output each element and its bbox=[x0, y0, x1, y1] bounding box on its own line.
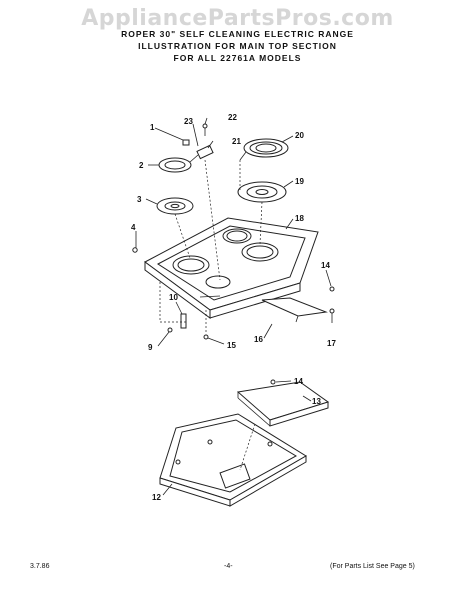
footer-page-number: -4- bbox=[224, 563, 233, 570]
small-drip-bowl bbox=[156, 197, 194, 215]
footer-parts-list-note: (For Parts List See Page 5) bbox=[330, 563, 415, 570]
support-bracket bbox=[261, 286, 335, 323]
callout-18: 18 bbox=[295, 214, 304, 223]
callout-3: 3 bbox=[137, 195, 142, 204]
footer-date: 3.7.86 bbox=[30, 563, 50, 570]
burner-box bbox=[159, 413, 307, 507]
callout-10: 10 bbox=[169, 293, 178, 302]
callout-21: 21 bbox=[232, 137, 241, 146]
callout-20: 20 bbox=[295, 131, 304, 140]
leader-lines bbox=[135, 117, 333, 496]
callout-13: 13 bbox=[312, 397, 321, 406]
title-line-2: ILLUSTRATION FOR MAIN TOP SECTION bbox=[138, 41, 337, 51]
title-line-1: ROPER 30" SELF CLEANING ELECTRIC RANGE bbox=[121, 29, 354, 39]
hinge-assembly bbox=[159, 282, 209, 340]
screw-part-4 bbox=[132, 247, 138, 253]
main-top-panel bbox=[144, 217, 319, 319]
callout-23: 23 bbox=[184, 117, 193, 126]
cover-plate bbox=[236, 379, 330, 427]
callout-14-upper: 14 bbox=[321, 261, 330, 270]
watermark: AppliancePartsPros.com bbox=[81, 6, 394, 31]
terminal-block bbox=[182, 123, 214, 160]
callout-19: 19 bbox=[295, 177, 304, 186]
callout-16: 16 bbox=[254, 335, 263, 344]
large-drip-bowl bbox=[237, 181, 287, 203]
callout-15: 15 bbox=[227, 341, 236, 350]
callout-4: 4 bbox=[131, 223, 136, 232]
callout-22: 22 bbox=[228, 113, 237, 122]
callout-14-lower: 14 bbox=[294, 377, 303, 386]
small-surface-element bbox=[158, 154, 199, 173]
callout-2: 2 bbox=[139, 161, 144, 170]
callout-12: 12 bbox=[152, 493, 161, 502]
callout-9: 9 bbox=[148, 343, 153, 352]
large-surface-element bbox=[239, 138, 289, 161]
title-line-3: FOR ALL 22761A MODELS bbox=[173, 53, 302, 63]
callout-1: 1 bbox=[150, 123, 155, 132]
callout-17: 17 bbox=[327, 339, 336, 348]
